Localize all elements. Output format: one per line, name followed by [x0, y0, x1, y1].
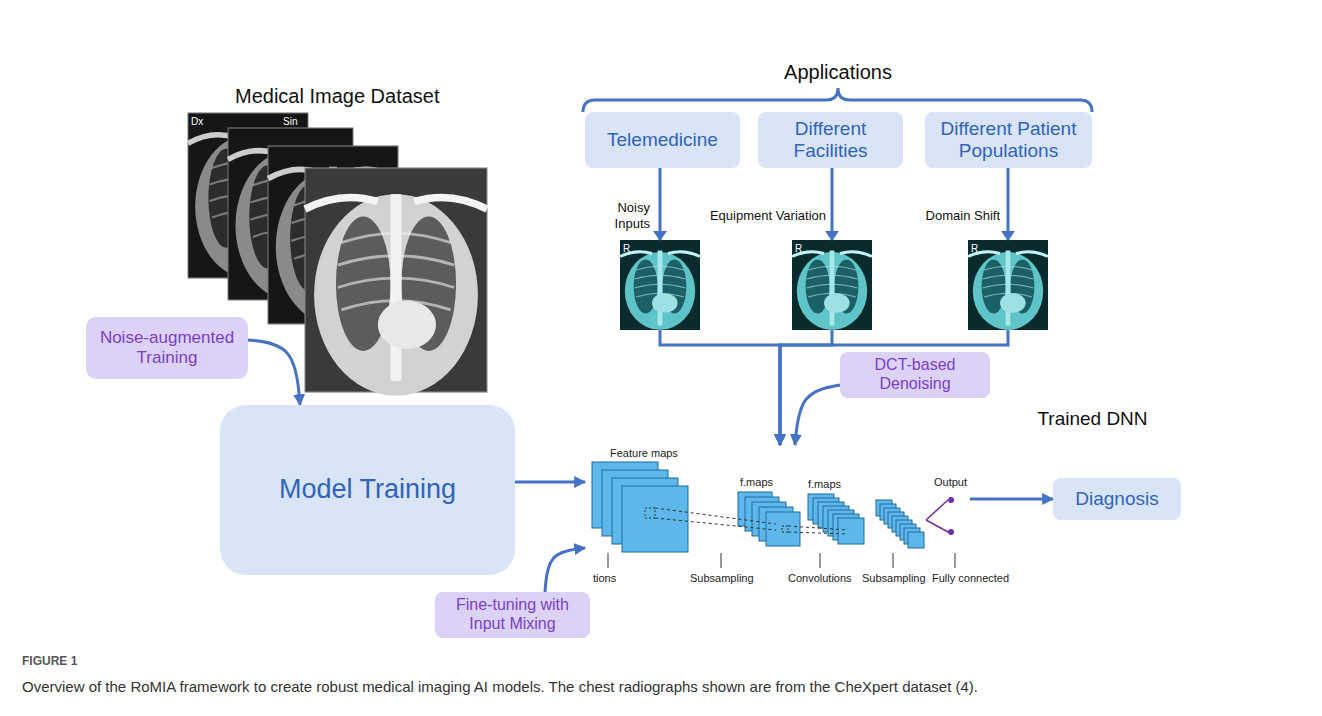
arrowhead — [825, 231, 839, 241]
leader-line — [608, 553, 609, 568]
flow-arrow — [970, 498, 1053, 501]
curly-bracket — [583, 88, 1092, 112]
leader-line — [955, 553, 956, 568]
layer-label-box: Subsampling — [690, 572, 754, 585]
xray-image — [968, 240, 1048, 330]
image-marker-box: R — [623, 243, 630, 255]
method-box: Noise-augmented Training — [86, 317, 248, 379]
leader-line — [721, 553, 722, 568]
feature-map — [838, 518, 864, 544]
image-marker: Dx — [191, 116, 203, 128]
layer-label-box: Fully connected — [932, 572, 1009, 585]
dataset-title-box: Medical Image Dataset — [235, 84, 440, 108]
output-box: Diagnosis — [1053, 478, 1181, 520]
flow-arrow — [545, 548, 585, 592]
receptive-field — [645, 508, 655, 518]
node-text: Telemedicine — [607, 129, 718, 151]
region-title: Trained DNN — [1037, 408, 1147, 430]
image-marker-box: Sin — [283, 116, 297, 128]
node-text: Noise-augmented Training — [94, 328, 240, 368]
figure-number: FIGURE 1 — [22, 654, 77, 668]
dashed-link — [655, 518, 776, 530]
layer-label-box: Feature maps — [610, 447, 678, 460]
flow-arrow — [515, 481, 585, 484]
figure-caption: Overview of the RoMIA framework to creat… — [22, 678, 1302, 696]
node-text: Different Facilities — [766, 118, 895, 163]
leader-line — [820, 553, 821, 568]
layer-label-box: f.maps — [808, 478, 841, 491]
dataset-title: Medical Image Dataset — [235, 84, 440, 108]
method-box: Fine-tuning with Input Mixing — [435, 592, 590, 638]
process-box: Model Training — [220, 405, 515, 575]
application-box: Telemedicine — [585, 112, 740, 168]
image-caption-box: Noisy Inputs — [598, 200, 650, 231]
layer-label: Convolutions — [788, 572, 852, 585]
image-caption: Noisy Inputs — [598, 200, 650, 231]
node-text: Fine-tuning with Input Mixing — [443, 596, 582, 634]
layer-label-box: Convolutions — [788, 572, 852, 585]
edge-group — [248, 168, 1053, 592]
image-caption: Equipment Variation — [692, 208, 826, 224]
node-text: DCT-based Denoising — [848, 356, 982, 394]
receptive-field — [782, 526, 788, 532]
xray-image — [305, 168, 487, 396]
feature-map — [908, 532, 924, 548]
node-text: Different Patient Populations — [933, 118, 1084, 163]
figure-caption-box: Overview of the RoMIA framework to creat… — [22, 678, 1302, 696]
image-marker: R — [795, 243, 802, 255]
feature-map — [766, 512, 800, 546]
xray-image — [792, 240, 872, 330]
xray-image — [620, 240, 700, 330]
arrowhead — [653, 231, 667, 241]
flow-arrow — [248, 340, 300, 405]
layer-label: f.maps — [740, 476, 773, 489]
image-marker: R — [971, 243, 978, 255]
image-caption-box: Domain Shift — [920, 208, 1000, 224]
node-text: Diagnosis — [1075, 488, 1158, 510]
layer-label: f.maps — [808, 478, 841, 491]
node-text: Model Training — [279, 474, 456, 506]
output-dot — [948, 497, 954, 503]
layer-label: Fully connected — [932, 572, 1009, 585]
layer-label-box: tions — [593, 572, 616, 585]
method-box: DCT-based Denoising — [840, 352, 990, 398]
dashed-link — [655, 508, 776, 524]
image-caption: Domain Shift — [920, 208, 1000, 224]
arrowhead — [1001, 231, 1015, 241]
layer-label-box: f.maps — [740, 476, 773, 489]
layer-label: Subsampling — [862, 572, 926, 585]
layer-label: tions — [593, 572, 616, 585]
image-caption-box: Equipment Variation — [692, 208, 826, 224]
group-title-box: Applications — [783, 60, 893, 84]
layer-label-box: Subsampling — [862, 572, 926, 585]
layer-label: Feature maps — [610, 447, 678, 460]
layer-label-box: Output — [934, 476, 967, 489]
image-marker-box: R — [795, 243, 802, 255]
application-box: Different Facilities — [758, 112, 903, 168]
image-marker: Sin — [283, 116, 297, 128]
output-line — [926, 520, 948, 532]
layer-label: Output — [934, 476, 967, 489]
image-marker: R — [623, 243, 630, 255]
flow-arrow — [795, 385, 840, 445]
application-box: Different Patient Populations — [925, 112, 1092, 168]
image-marker-box: Dx — [191, 116, 203, 128]
layer-label: Subsampling — [690, 572, 754, 585]
leader-line — [893, 553, 894, 568]
dashed-link — [788, 526, 848, 530]
output-line — [926, 500, 948, 520]
feature-map — [622, 486, 688, 552]
figure-number-box: FIGURE 1 — [22, 654, 77, 668]
group-title: Applications — [783, 60, 893, 84]
network-region: Trained DNN — [585, 445, 970, 565]
image-marker-box: R — [971, 243, 978, 255]
dashed-link — [788, 532, 848, 534]
output-dot — [948, 529, 954, 535]
